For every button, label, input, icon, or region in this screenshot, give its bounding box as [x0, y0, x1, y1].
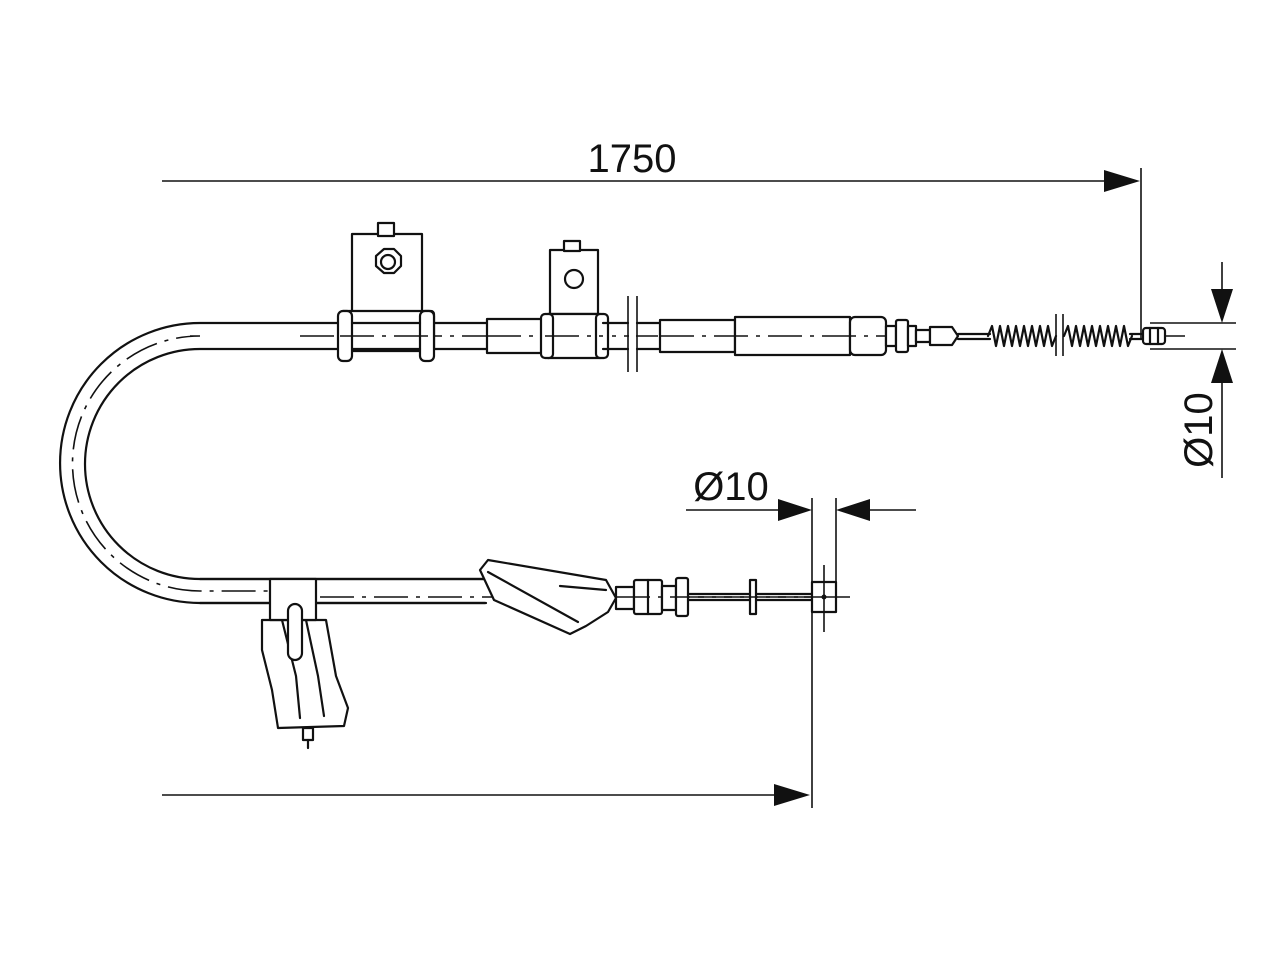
right-diameter-dimension: Ø10 [1150, 262, 1236, 478]
cable-end-lower [614, 565, 850, 632]
lower-diameter-dimension: Ø10 [686, 465, 916, 808]
cable-lower-run [198, 577, 488, 605]
right-diameter-label: Ø10 [1177, 392, 1221, 468]
lower-diameter-label: Ø10 [693, 465, 769, 509]
return-spring [986, 314, 1134, 356]
cable-sleeve [485, 317, 549, 355]
overall-length-dimension: 1750 [162, 137, 1142, 340]
cable-end-right [884, 314, 1185, 356]
cable-boot [478, 558, 618, 636]
cable-end-nipple-right [1141, 326, 1167, 346]
cable-sheath [58, 321, 940, 605]
bottom-length-dimension [162, 784, 810, 806]
overall-length-label: 1750 [588, 137, 677, 181]
break-marks [627, 296, 638, 372]
lower-clip [260, 577, 350, 750]
cable-tube-right [601, 315, 888, 357]
mounting-bracket-right [539, 239, 610, 360]
mounting-bracket-left [336, 221, 436, 363]
